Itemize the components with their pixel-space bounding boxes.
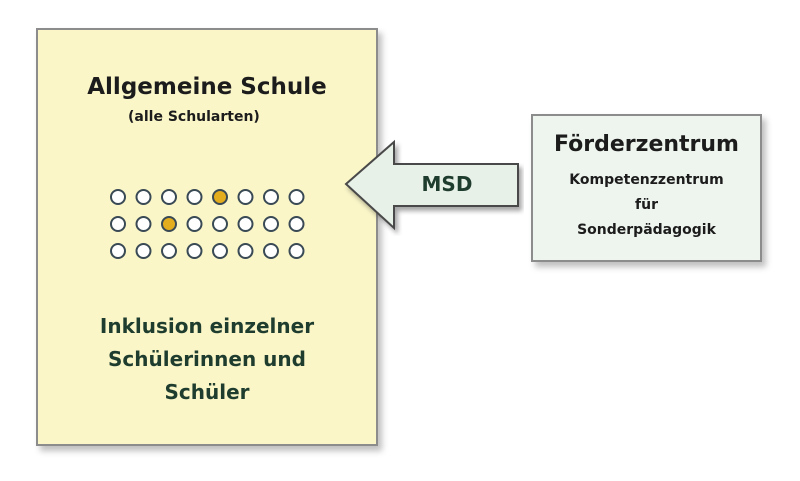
student-dot (263, 216, 279, 232)
student-dot (135, 243, 152, 259)
arrow-left-icon (344, 139, 519, 231)
student-dot (161, 243, 177, 259)
student-dots (110, 189, 305, 259)
support-center-box: Förderzentrum Kompetenzzentrum für Sonde… (531, 114, 762, 262)
support-center-line-3: Sonderpädagogik (577, 222, 716, 238)
msd-arrow: MSD (342, 138, 524, 236)
inclusion-line-1: Inklusion einzelner (99, 314, 315, 338)
student-dot (212, 243, 228, 259)
student-dot (135, 189, 152, 205)
student-dot (263, 243, 279, 259)
student-dot (110, 216, 126, 232)
student-dot (110, 189, 126, 205)
student-dot (186, 216, 203, 232)
student-dot (161, 189, 177, 205)
student-dot (212, 216, 228, 232)
student-dot (110, 243, 126, 259)
general-school-box: Allgemeine Schule (alle Schularten) Inkl… (36, 28, 378, 446)
general-school-title: Allgemeine Schule (87, 74, 327, 100)
student-dot-grid (110, 188, 310, 264)
student-dot (263, 189, 279, 205)
student-dot (288, 216, 305, 232)
support-center-subtitle: Kompetenzzentrum für Sonderpädagogik (533, 168, 760, 243)
student-dot (237, 243, 254, 259)
student-dot (186, 189, 203, 205)
highlighted-student-dot (161, 216, 177, 232)
support-center-title: Förderzentrum (554, 132, 739, 157)
inclusion-text: Inklusion einzelner Schülerinnen und Sch… (38, 310, 376, 409)
student-dot (237, 216, 254, 232)
inclusion-line-2: Schülerinnen und (108, 347, 306, 371)
inclusion-line-3: Schüler (164, 380, 250, 404)
highlighted-student-dot (212, 189, 228, 205)
student-dot (135, 216, 152, 232)
general-school-subtitle: (alle Schularten) (128, 109, 260, 125)
student-dot (288, 189, 305, 205)
student-dot (186, 243, 203, 259)
support-center-line-2: für (635, 197, 658, 213)
support-center-line-1: Kompetenzzentrum (569, 172, 724, 188)
msd-label: MSD (421, 172, 473, 196)
student-dot (288, 243, 305, 259)
student-dot (237, 189, 254, 205)
